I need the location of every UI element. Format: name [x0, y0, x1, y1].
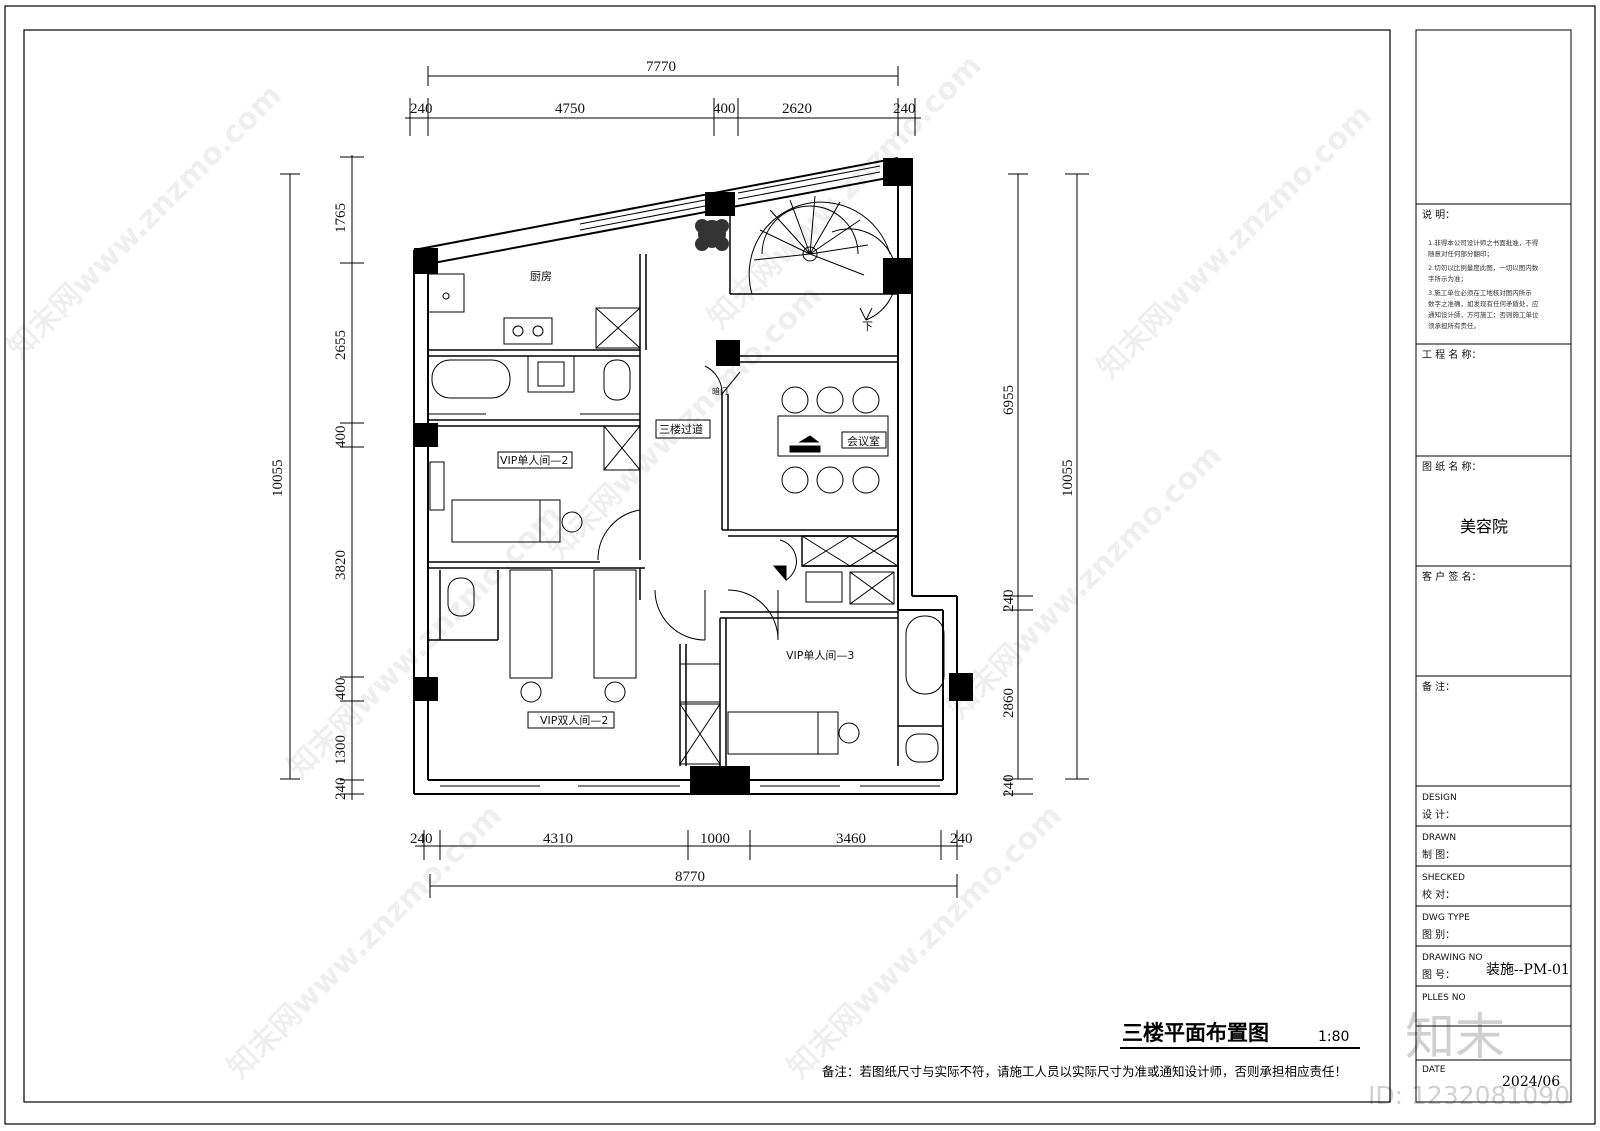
- watermark-logo: 知末: [1405, 1008, 1505, 1066]
- plant-decor: [695, 219, 729, 251]
- svg-text:知末网www.znzmo.com: 知末网www.znzmo.com: [541, 278, 829, 566]
- tb-notes-label: 说 明：: [1422, 208, 1455, 221]
- tb-note-5: 数字之准确，如发现有任何矛盾处，应: [1428, 299, 1539, 308]
- tb-drawing-no-cn: 图 号：: [1422, 969, 1455, 981]
- vip-double-fixtures: [447, 569, 721, 765]
- dim-bottom-2: 1000: [700, 831, 730, 847]
- drawing-title: 三楼平面布置图: [1122, 1021, 1269, 1045]
- tb-drawn-en: DRAWN: [1422, 833, 1456, 843]
- top-dimensions: [405, 66, 921, 136]
- meeting-fixtures: [777, 386, 889, 494]
- dim-right-0: 6955: [1001, 385, 1017, 415]
- room-vip-single-2: VIP单人间—2: [500, 454, 568, 467]
- tb-drawn-cn: 制 图：: [1422, 848, 1455, 861]
- room-vip-double-2: VIP双人间—2: [540, 714, 608, 727]
- tb-drawing-name: 美容院: [1460, 517, 1508, 536]
- dim-right-1: 240: [1001, 590, 1017, 613]
- dim-left-6: 240: [333, 778, 349, 801]
- tb-checked-en: SHECKED: [1422, 873, 1465, 883]
- tb-design-cn: 设 计：: [1422, 808, 1455, 821]
- watermark-layer: 知末网www.znzmo.com 知末网www.znzmo.com 知末网www…: [1, 48, 1379, 1086]
- dim-top-4: 240: [893, 101, 916, 117]
- tb-date-en: DATE: [1422, 1065, 1446, 1075]
- dim-top-2: 400: [713, 101, 736, 117]
- dim-bottom-1: 4310: [543, 831, 573, 847]
- tb-note-0: 1.非得本公司设计师之书面批准，不得: [1428, 238, 1539, 247]
- watermark-id: ID: 1232081090: [1368, 1081, 1570, 1110]
- dim-bottom-3: 3460: [836, 831, 866, 847]
- tb-project-label: 工 程 名 称：: [1422, 348, 1482, 361]
- dim-left-5: 1300: [333, 735, 349, 765]
- svg-text:知末网www.znzmo.com: 知末网www.znzmo.com: [1, 78, 289, 366]
- dim-bottom-0: 240: [410, 831, 433, 847]
- drawing-scale: 1:80: [1318, 1029, 1349, 1045]
- svg-text:知末网www.znzmo.com: 知末网www.znzmo.com: [781, 798, 1069, 1086]
- structural-columns: [414, 158, 973, 794]
- dim-bottom-4: 240: [950, 831, 973, 847]
- dim-right-3: 240: [1001, 775, 1017, 798]
- tb-note-4: 3.施工单位必须在工地核对图内所示: [1428, 288, 1532, 297]
- title-block: [1415, 29, 1572, 1103]
- dim-left-2: 400: [333, 426, 349, 449]
- dim-bottom-total: 8770: [675, 869, 705, 885]
- exterior-walls: [413, 157, 958, 795]
- tb-plles-en: PLLES NO: [1422, 993, 1466, 1003]
- tb-note-2: 2.切勿以比例量度此图，一切以图内数: [1428, 263, 1539, 272]
- tb-client-label: 客 户 签 名：: [1422, 570, 1482, 583]
- top-windows: [579, 165, 881, 231]
- dim-right-total: 10055: [1060, 460, 1076, 498]
- dim-left-3: 3820: [333, 550, 349, 580]
- bottom-dimensions: [415, 830, 963, 898]
- dim-top-0: 240: [410, 101, 433, 117]
- vip2-fixtures: [429, 451, 583, 543]
- svg-text:知末网www.znzmo.com: 知末网www.znzmo.com: [221, 798, 509, 1086]
- dim-top-1: 4750: [555, 101, 585, 117]
- interior-walls: [428, 214, 943, 766]
- hidden-door-label: 暗门: [712, 386, 728, 396]
- tb-design-en: DESIGN: [1422, 793, 1457, 803]
- tb-note-1: 随意对任何部分翻印；: [1428, 249, 1493, 258]
- dim-top-total: 7770: [646, 59, 676, 75]
- stair-down-label: 下: [862, 320, 873, 333]
- dim-right-2: 2860: [1001, 688, 1017, 718]
- svg-text:知末网www.znzmo.com: 知末网www.znzmo.com: [941, 438, 1229, 726]
- tb-dwg-type-en: DWG TYPE: [1422, 913, 1470, 923]
- outer-border: [4, 5, 1596, 1125]
- tb-checked-cn: 校 对：: [1422, 888, 1455, 901]
- right-dimensions: [1003, 173, 1089, 795]
- room-vip-single-3: VIP单人间—3: [786, 649, 854, 662]
- tb-drawing-no-en: DRAWING NO: [1422, 953, 1482, 963]
- svg-text:知末网www.znzmo.com: 知末网www.znzmo.com: [1091, 98, 1379, 386]
- corridor-outline: [603, 419, 711, 471]
- tb-note-3: 字所示为准；: [1428, 274, 1467, 283]
- dim-left-total: 10055: [270, 460, 286, 498]
- left-dimensions: [280, 155, 364, 800]
- room-corridor: 三楼过道: [659, 422, 703, 436]
- vip3-fixtures: [727, 535, 945, 763]
- dim-left-1: 2655: [333, 330, 349, 360]
- drawing-note: 备注：若图纸尺寸与实际不符，请施工人员以实际尺寸为准或通知设计师，否则承担相应责…: [822, 1064, 1347, 1079]
- dim-top-3: 2620: [782, 101, 812, 117]
- door-swings: [597, 365, 797, 641]
- tb-date: 2024/06: [1502, 1074, 1560, 1090]
- spiral-stair: [748, 195, 897, 321]
- room-meeting: 会议室: [847, 434, 880, 448]
- tb-note-6: 通知设计師，方可施工；否则施工单位: [1428, 310, 1539, 319]
- tb-drawing-name-label: 图 纸 名 称：: [1422, 460, 1482, 473]
- svg-text:知末网www.znzmo.com: 知末网www.znzmo.com: [281, 498, 569, 786]
- dim-left-0: 1765: [333, 203, 349, 233]
- room-kitchen: 厨房: [530, 270, 552, 283]
- dim-left-4: 400: [333, 678, 349, 701]
- tb-drawing-no: 装施--PM-01: [1486, 962, 1570, 978]
- kitchen-fixtures: [427, 273, 641, 349]
- tb-remarks-label: 备 注：: [1422, 680, 1455, 693]
- tb-dwg-type-cn: 图 别：: [1422, 929, 1455, 941]
- inner-border: [23, 29, 1391, 1103]
- bath-fixtures: [428, 355, 640, 415]
- tb-note-7: 须承担所有责任。: [1428, 321, 1480, 330]
